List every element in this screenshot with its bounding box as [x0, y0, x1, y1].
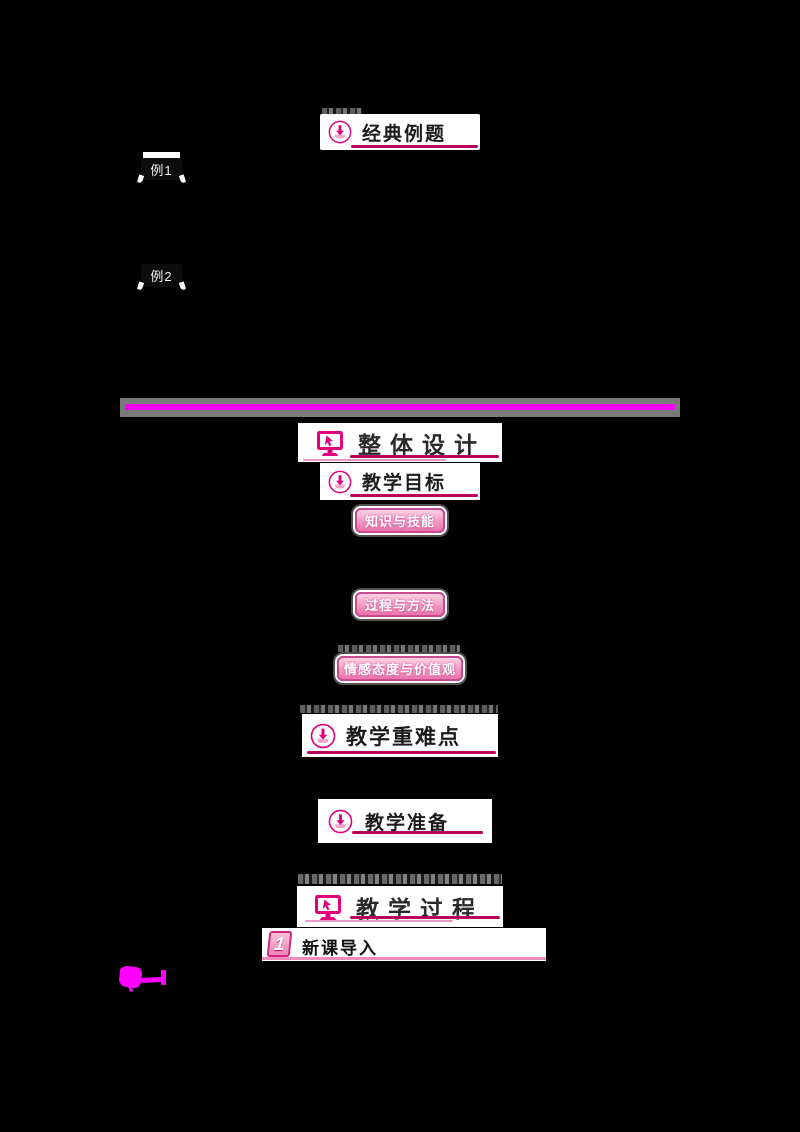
section-title: 教学重难点 [346, 725, 461, 749]
download-circle-icon [328, 470, 352, 493]
download-circle-icon [310, 723, 336, 748]
header-underline [351, 145, 478, 148]
monitor-cursor-icon [315, 894, 341, 920]
section-header-preparation: 教学准备 [318, 799, 492, 843]
section-title: 教学准备 [365, 812, 450, 834]
example-label: 例1 [150, 162, 173, 178]
text-fragment [300, 705, 498, 713]
badge-label: 情感态度与价值观 [343, 662, 456, 677]
download-circle-icon [328, 120, 352, 144]
section-title: 整体设计 [358, 432, 486, 458]
key-glyph-icon [119, 966, 166, 992]
header-underline [307, 751, 496, 754]
keyword-badge-knowledge-skills: 知识与技能 [355, 508, 445, 533]
section-header-teaching-objectives: 教学目标 [320, 463, 480, 500]
step-underline [262, 957, 546, 960]
text-fragment [322, 108, 362, 115]
keyword-badge-emotion-values: 情感态度与价值观 [337, 656, 463, 681]
section-title: 教学目标 [362, 473, 447, 494]
example-badge-1: 例1 [141, 158, 182, 180]
section-divider [120, 398, 680, 417]
keyword-badge-process-method: 过程与方法 [355, 592, 445, 617]
badge-label: 知识与技能 [364, 514, 435, 529]
example-label: 例2 [150, 269, 173, 284]
header-underline [352, 831, 483, 834]
text-fragment [298, 874, 502, 884]
monitor-cursor-icon [317, 430, 343, 456]
step-number-badge: 1 [266, 931, 293, 957]
header-underline [350, 455, 499, 458]
step-title: 新课导入 [302, 939, 378, 958]
badge-label: 过程与方法 [364, 598, 435, 613]
section-header-key-points: 教学重难点 [302, 714, 498, 757]
divider-line [125, 404, 675, 410]
text-fragment [338, 645, 460, 652]
header-underline [350, 494, 478, 497]
header-underline-light [305, 920, 453, 922]
header-underline-light [303, 459, 446, 461]
text-fragment [143, 152, 180, 159]
section-header-classic-examples: 经典例题 [320, 114, 480, 150]
download-circle-icon [328, 809, 353, 833]
step-number: 1 [273, 933, 286, 954]
example-badge-2: 例2 [141, 264, 182, 287]
section-title: 经典例题 [362, 123, 447, 145]
step-bar-new-lesson: 1 新课导入 [262, 928, 546, 961]
header-underline [350, 916, 500, 919]
